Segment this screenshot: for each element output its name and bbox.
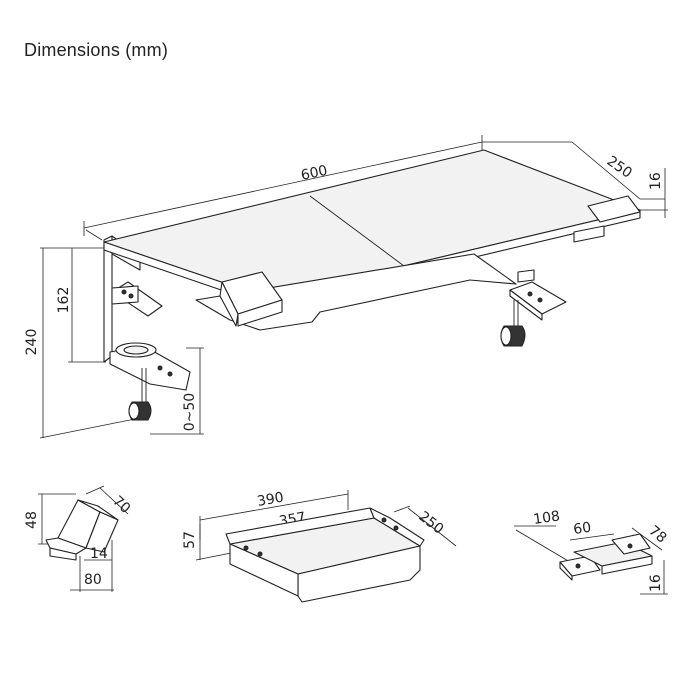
dim-height-240: 240 [24, 247, 141, 439]
upper-bracket-side [111, 285, 139, 305]
clamp-post [103, 235, 113, 363]
label-height-clamp: 162 [56, 287, 72, 314]
right-lip [587, 195, 641, 223]
page-title: Dimensions (mm) [24, 40, 169, 60]
label-tray-outer: 390 [256, 490, 285, 510]
keyboard-tray-detail: 390 357 250 57 [182, 490, 457, 603]
label-tray-height: 57 [182, 531, 198, 549]
label-thickness: 16 [648, 172, 664, 190]
dim-height-162: 162 [56, 248, 106, 363]
dim-width-600: 600 [83, 135, 483, 241]
label-tray-depth: 250 [416, 509, 447, 538]
label-depth: 250 [604, 153, 635, 181]
label-height-total: 240 [24, 329, 40, 356]
label-holder-width: 80 [84, 572, 102, 588]
label-width: 600 [300, 163, 329, 184]
label-clamp-range: 0~50 [182, 393, 198, 431]
label-bracket-width: 60 [572, 520, 592, 538]
label-holder-depth: 70 [109, 493, 133, 517]
main-assembly: 600 250 16 240 [24, 135, 668, 439]
label-bracket-length: 108 [532, 508, 561, 528]
small-bracket-detail: 108 60 78 16 [514, 508, 669, 595]
label-holder-height: 48 [24, 511, 40, 529]
phone-holder-detail: 48 70 14 80 [24, 485, 133, 592]
dim-thickness-16: 16 [640, 168, 668, 218]
label-bracket-height: 16 [648, 574, 664, 592]
dim-clamp-range: 0~50 [150, 347, 204, 435]
label-holder-slot: 14 [90, 546, 108, 562]
label-bracket-depth: 78 [645, 523, 669, 547]
